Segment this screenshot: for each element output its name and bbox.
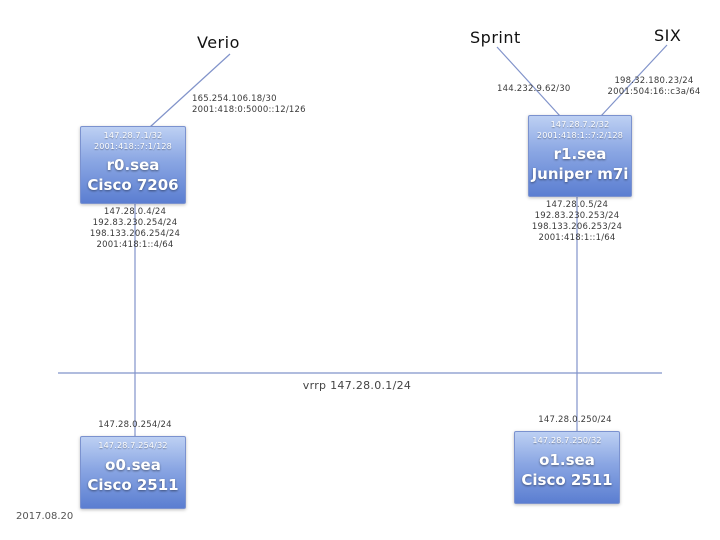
six-uplink-addresses: 198.32.180.23/24 2001:504:16::c3a/64 (594, 76, 714, 98)
node-model: Cisco 7206 (87, 176, 179, 194)
uplink-label-sprint: Sprint (470, 28, 521, 47)
verio-uplink-line (149, 53, 231, 128)
r0-lan-addresses: 147.28.0.4/24 192.83.230.254/24 198.133.… (78, 207, 192, 251)
node-model: Cisco 2511 (87, 475, 179, 494)
ip-address: 147.28.0.5/24 (545, 200, 609, 210)
r1-lan-addresses: 147.28.0.5/24 192.83.230.253/24 198.133.… (520, 200, 634, 244)
loopback-address: 2001:418::7:1/128 (94, 141, 172, 151)
sprint-uplink-addresses: 144.232.9.62/30 (497, 84, 570, 95)
node-r1sea: 147.28.7.2/32 2001:418:1::7:2/128 r1.sea… (528, 115, 632, 197)
o1-lan-address: 147.28.0.250/24 (538, 415, 612, 425)
ip-address: 192.83.230.253/24 (534, 211, 620, 221)
node-name: r0.sea (106, 156, 160, 174)
ip-address: 165.254.106.18/30 (192, 94, 277, 104)
vrrp-address-label: vrrp 147.28.0.1/24 (302, 379, 412, 392)
node-o0sea: 147.28.7.254/32 o0.sea Cisco 2511 (80, 436, 186, 509)
ip-address: 192.83.230.254/24 (92, 218, 178, 228)
uplink-label-six: SIX (654, 26, 682, 45)
ip-address: 198.133.206.253/24 (531, 222, 623, 232)
loopback-address: 147.28.7.250/32 (532, 436, 602, 445)
o0-lan-address: 147.28.0.254/24 (98, 420, 172, 430)
node-model: Cisco 2511 (521, 470, 613, 489)
ip-address: 2001:418:1::1/64 (538, 233, 616, 243)
ip-address: 2001:418:1::4/64 (96, 240, 174, 250)
ip-address: 2001:418:0:5000::12/126 (192, 105, 306, 115)
sprint-uplink-line (496, 46, 561, 117)
node-name: o1.sea (539, 450, 595, 469)
ip-address: 198.32.180.23/24 (614, 76, 694, 86)
date-stamp: 2017.08.20 (16, 511, 74, 522)
six-uplink-line (600, 44, 668, 117)
node-name: r1.sea (553, 145, 607, 163)
ip-address: 147.28.0.4/24 (103, 207, 167, 217)
loopback-address: 147.28.7.2/32 (550, 120, 610, 129)
node-name: o0.sea (105, 455, 161, 474)
node-model: Juniper m7i (531, 165, 629, 183)
ip-address: 198.133.206.254/24 (89, 229, 181, 239)
node-o1sea: 147.28.7.250/32 o1.sea Cisco 2511 (514, 431, 620, 504)
ip-address: 2001:504:16::c3a/64 (607, 87, 701, 97)
uplink-label-verio: Verio (197, 33, 240, 52)
node-r0sea: 147.28.7.1/32 2001:418::7:1/128 r0.sea C… (80, 126, 186, 204)
loopback-address: 147.28.7.254/32 (98, 441, 168, 450)
loopback-address: 147.28.7.1/32 (103, 131, 163, 140)
ip-address: 144.232.9.62/30 (497, 84, 571, 94)
loopback-address: 2001:418:1::7:2/128 (536, 130, 624, 140)
verio-uplink-addresses: 165.254.106.18/30 2001:418:0:5000::12/12… (192, 94, 306, 116)
